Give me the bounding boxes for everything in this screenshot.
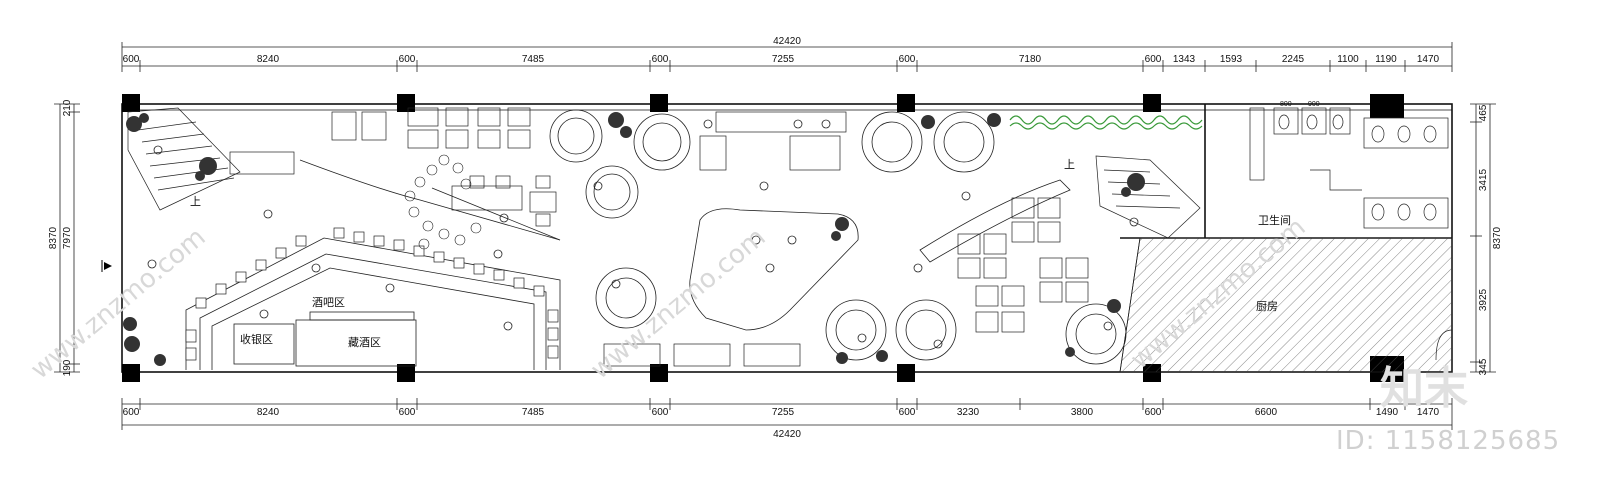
room-labels: 酒吧区 收银区 藏酒区 卫生间 厨房 上 上 800 900	[190, 101, 1320, 349]
dim-bottom-6: 7255	[772, 407, 795, 418]
dim-top-7: 600	[899, 54, 916, 65]
dim-bottom-1: 600	[123, 407, 140, 418]
side-dimension-labels: 8370 7970 210 190 465 3415 3925 8370 345	[48, 99, 1503, 376]
kitchen-label: 厨房	[1256, 300, 1278, 313]
dim-bottom-10: 600	[1145, 407, 1162, 418]
central-island	[299, 159, 1071, 331]
dim-left-2: 7970	[62, 226, 73, 249]
toilet-dim-2: 900	[1308, 101, 1320, 108]
kitchen-hatch	[1119, 237, 1453, 373]
dim-top-6: 7255	[772, 54, 795, 65]
dim-bottom-4: 7485	[522, 407, 545, 418]
green-hedge	[1009, 115, 1203, 130]
dim-bottom-13: 1470	[1417, 407, 1440, 418]
bar-area-label: 酒吧区	[312, 296, 345, 309]
overall-dimension-bottom: 42420	[773, 429, 801, 440]
dim-top-12: 2245	[1282, 54, 1305, 65]
watermark-id: ID: 1158125685	[1336, 426, 1561, 456]
dim-left-4: 190	[62, 359, 73, 376]
dim-right-2: 3415	[1478, 168, 1489, 191]
cashier-area-label: 收银区	[240, 332, 273, 346]
stairs-left	[127, 107, 241, 211]
square-tables-and-chairs	[229, 107, 1089, 367]
site-watermarks: www.znzmo.com www.znzmo.com www.znzmo.co…	[25, 212, 1311, 385]
stair-up-left-label: 上	[190, 195, 201, 208]
dim-top-2: 8240	[257, 54, 280, 65]
people-figures	[147, 119, 1139, 349]
watermark-logo: 知末	[1380, 363, 1468, 414]
restroom-fixtures	[1249, 107, 1453, 361]
dim-bottom-11: 6600	[1255, 407, 1278, 418]
dim-bottom-7: 600	[899, 407, 916, 418]
bar-counter	[185, 237, 561, 370]
toilet-dim-1: 800	[1280, 101, 1292, 108]
dim-top-15: 1470	[1417, 54, 1440, 65]
dim-top-10: 1343	[1173, 54, 1196, 65]
dim-bottom-8: 3230	[957, 407, 980, 418]
dim-right-1: 465	[1478, 104, 1489, 121]
bar-stools	[185, 227, 559, 361]
dim-top-1: 600	[123, 54, 140, 65]
dim-top-4: 7485	[522, 54, 545, 65]
dimension-lines	[54, 42, 1496, 430]
dim-top-11: 1593	[1220, 54, 1243, 65]
decorative-tree	[404, 154, 482, 250]
overall-dimension-top: 42420	[773, 36, 801, 47]
wine-storage-label: 藏酒区	[348, 336, 381, 349]
dim-right-4: 8370	[1492, 226, 1503, 249]
dim-bottom-12: 1490	[1376, 407, 1399, 418]
restroom-label: 卫生间	[1258, 213, 1291, 227]
stair-up-right-label: 上	[1064, 158, 1075, 171]
dim-top-5: 600	[652, 54, 669, 65]
bottom-dimension-labels: 600 8240 600 7485 600 7255 600 3230 3800…	[123, 407, 1440, 440]
dim-bottom-9: 3800	[1071, 407, 1094, 418]
site-watermark-2: www.znzmo.com	[585, 222, 771, 385]
dim-top-3: 600	[399, 54, 416, 65]
dim-top-9: 600	[1145, 54, 1162, 65]
stairs-right	[1095, 155, 1201, 239]
dim-top-14: 1190	[1375, 54, 1397, 65]
dim-left-1: 8370	[48, 226, 59, 249]
entrance-marker	[101, 260, 112, 272]
dim-bottom-5: 600	[652, 407, 669, 418]
dim-top-8: 7180	[1019, 54, 1042, 65]
planters	[123, 112, 1145, 366]
dim-top-13: 1100	[1337, 54, 1359, 65]
dim-right-3: 3925	[1478, 288, 1489, 311]
dim-bottom-3: 600	[399, 407, 416, 418]
dim-left-3: 210	[62, 99, 73, 116]
dim-bottom-2: 8240	[257, 407, 280, 418]
top-dimension-labels: 42420 600 8240 600 7485 600 7255 600 718…	[123, 36, 1440, 65]
dim-right-5: 345	[1478, 358, 1489, 375]
round-tables	[549, 109, 1127, 365]
